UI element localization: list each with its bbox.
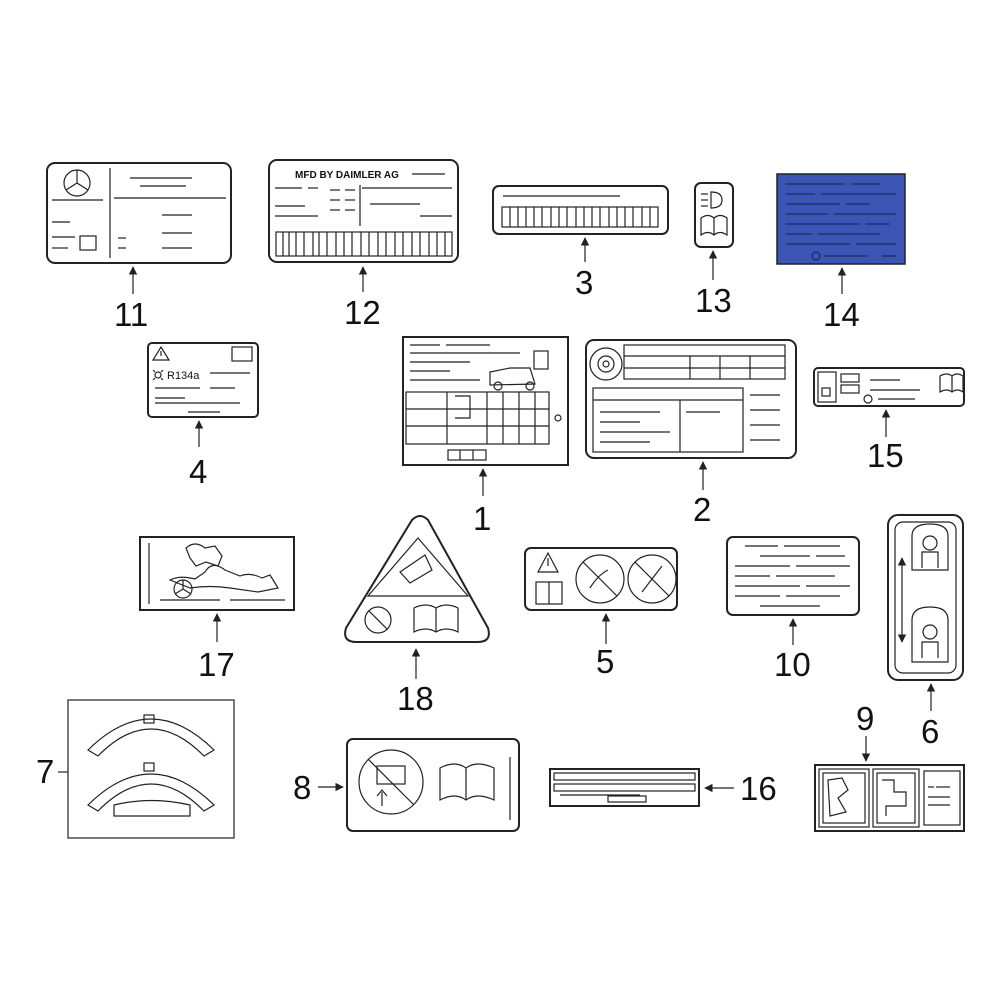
- label-2[interactable]: [585, 339, 797, 459]
- label-10[interactable]: [726, 536, 860, 616]
- callout-7: 7: [36, 753, 54, 790]
- callout-14: 14: [823, 296, 860, 333]
- label-17[interactable]: [139, 536, 295, 611]
- callout-4: 4: [189, 453, 207, 490]
- label-11[interactable]: [46, 162, 232, 264]
- label-6[interactable]: [887, 514, 964, 681]
- callout-17: 17: [198, 646, 235, 683]
- label-9[interactable]: [814, 764, 965, 832]
- label-1[interactable]: [402, 336, 569, 466]
- callout-1: 1: [473, 500, 491, 537]
- callout-8: 8: [293, 769, 311, 806]
- callout-12: 12: [344, 294, 381, 331]
- label-13[interactable]: [694, 182, 734, 248]
- label-14[interactable]: [776, 173, 906, 265]
- callout-16: 16: [740, 770, 777, 807]
- callout-15: 15: [867, 437, 904, 474]
- label-16[interactable]: [549, 768, 700, 807]
- callout-11: 11: [114, 296, 148, 333]
- label-18[interactable]: [344, 515, 490, 643]
- refrigerant-text: R134a: [167, 370, 200, 382]
- callout-6: 6: [921, 713, 939, 750]
- label-7[interactable]: [67, 699, 235, 839]
- label-8[interactable]: [346, 738, 520, 832]
- callout-18: 18: [397, 680, 434, 717]
- callout-3: 3: [575, 264, 593, 301]
- barcode-12: [282, 232, 446, 256]
- callout-9: 9: [856, 700, 874, 737]
- manufacturer-text: MFD BY DAIMLER AG: [295, 170, 399, 181]
- callout-2: 2: [693, 491, 711, 528]
- label-3[interactable]: [492, 185, 669, 235]
- label-15[interactable]: [813, 367, 965, 407]
- label-5[interactable]: [524, 547, 678, 611]
- callout-13: 13: [695, 282, 732, 319]
- callout-5: 5: [596, 643, 614, 680]
- label-12[interactable]: MFD BY DAIMLER AG: [268, 159, 459, 263]
- callout-10: 10: [774, 646, 811, 683]
- label-4[interactable]: R134a: [147, 342, 259, 418]
